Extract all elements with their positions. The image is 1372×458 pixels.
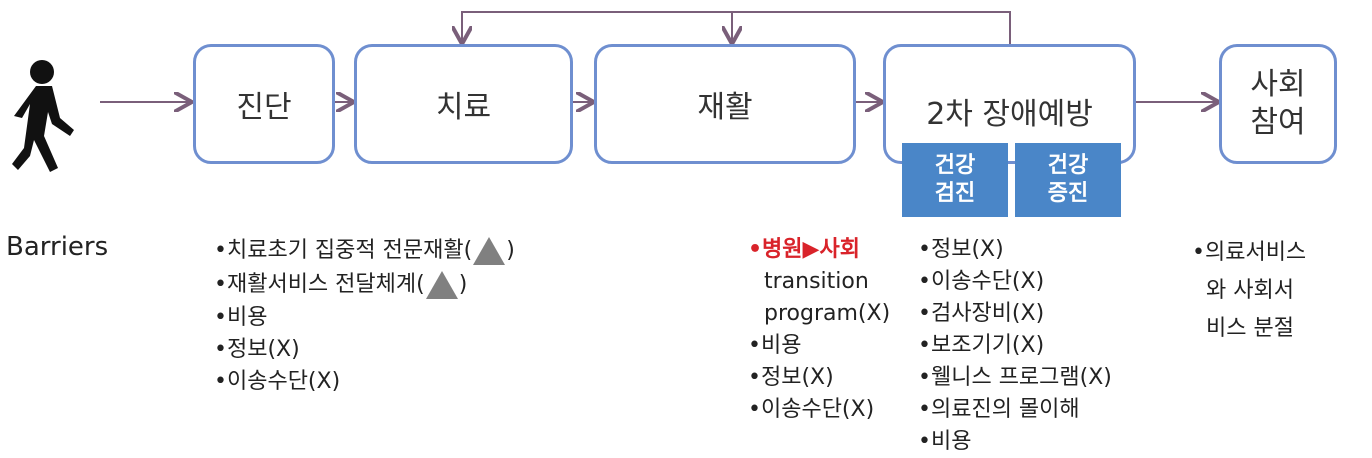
list-item: •이송수단(X)	[214, 369, 341, 394]
list-item: 와 사회서	[1206, 278, 1294, 303]
sub-health-promotion-label: 건강 증진	[1047, 153, 1089, 206]
list-item: •정보(X)	[918, 237, 1004, 262]
feedback-arrow-to-treatment	[462, 11, 1011, 44]
step-rehab: 재활	[594, 44, 856, 164]
step-treatment-label: 치료	[435, 90, 492, 125]
triangle-icon	[425, 271, 458, 299]
list-item: •재활서비스 전달체계()	[214, 268, 515, 302]
sub-health-checkup: 건강 검진	[902, 143, 1008, 217]
list-item: •보조기기(X)	[918, 333, 1045, 358]
barriers-column-treatment: •치료초기 집중적 전문재활() •재활서비스 전달체계() •비용 •정보(X…	[214, 234, 515, 398]
barriers-column-prevention: •정보(X) •이송수단(X) •검사장비(X) •보조기기(X) •웰니스 프…	[918, 234, 1112, 458]
step-treatment: 치료	[354, 44, 573, 164]
list-item: transition	[764, 269, 869, 294]
list-item: •치료초기 집중적 전문재활()	[214, 234, 515, 268]
list-item: •이송수단(X)	[748, 397, 875, 422]
list-item: 비스 분절	[1206, 316, 1294, 341]
list-item: •웰니스 프로그램(X)	[918, 365, 1112, 390]
list-item: •정보(X)	[748, 365, 834, 390]
step-social-participation: 사회 참여	[1219, 44, 1337, 164]
step-rehab-label: 재활	[697, 90, 753, 125]
list-item: •의료서비스	[1192, 240, 1307, 265]
walking-person-icon	[12, 60, 74, 172]
list-item: •의료진의 몰이해	[918, 397, 1080, 422]
list-item: •비용	[748, 333, 802, 358]
list-item: •비용	[918, 429, 972, 454]
triangle-icon	[473, 237, 506, 265]
step-prevention-label: 2차 장애예방	[926, 97, 1093, 132]
step-social-label-1: 사회	[1250, 67, 1306, 102]
list-item: program(X)	[764, 301, 891, 326]
barriers-label: Barriers	[6, 232, 109, 262]
list-item: •이송수단(X)	[918, 269, 1045, 294]
list-item: •검사장비(X)	[918, 301, 1045, 326]
list-item-highlight: •병원▶사회	[748, 237, 860, 262]
list-item: •정보(X)	[214, 337, 300, 362]
list-item: •비용	[214, 305, 268, 330]
step-social-label-2: 참여	[1250, 105, 1306, 140]
barriers-column-social: •의료서비스 와 사회서 비스 분절	[1192, 234, 1306, 348]
sub-health-checkup-label: 건강 검진	[934, 153, 976, 206]
barriers-column-rehab: •병원▶사회 transition program(X) •비용 •정보(X) …	[748, 234, 890, 426]
step-diagnosis-label: 진단	[236, 90, 292, 125]
sub-health-promotion: 건강 증진	[1015, 143, 1121, 217]
step-diagnosis: 진단	[193, 44, 335, 164]
